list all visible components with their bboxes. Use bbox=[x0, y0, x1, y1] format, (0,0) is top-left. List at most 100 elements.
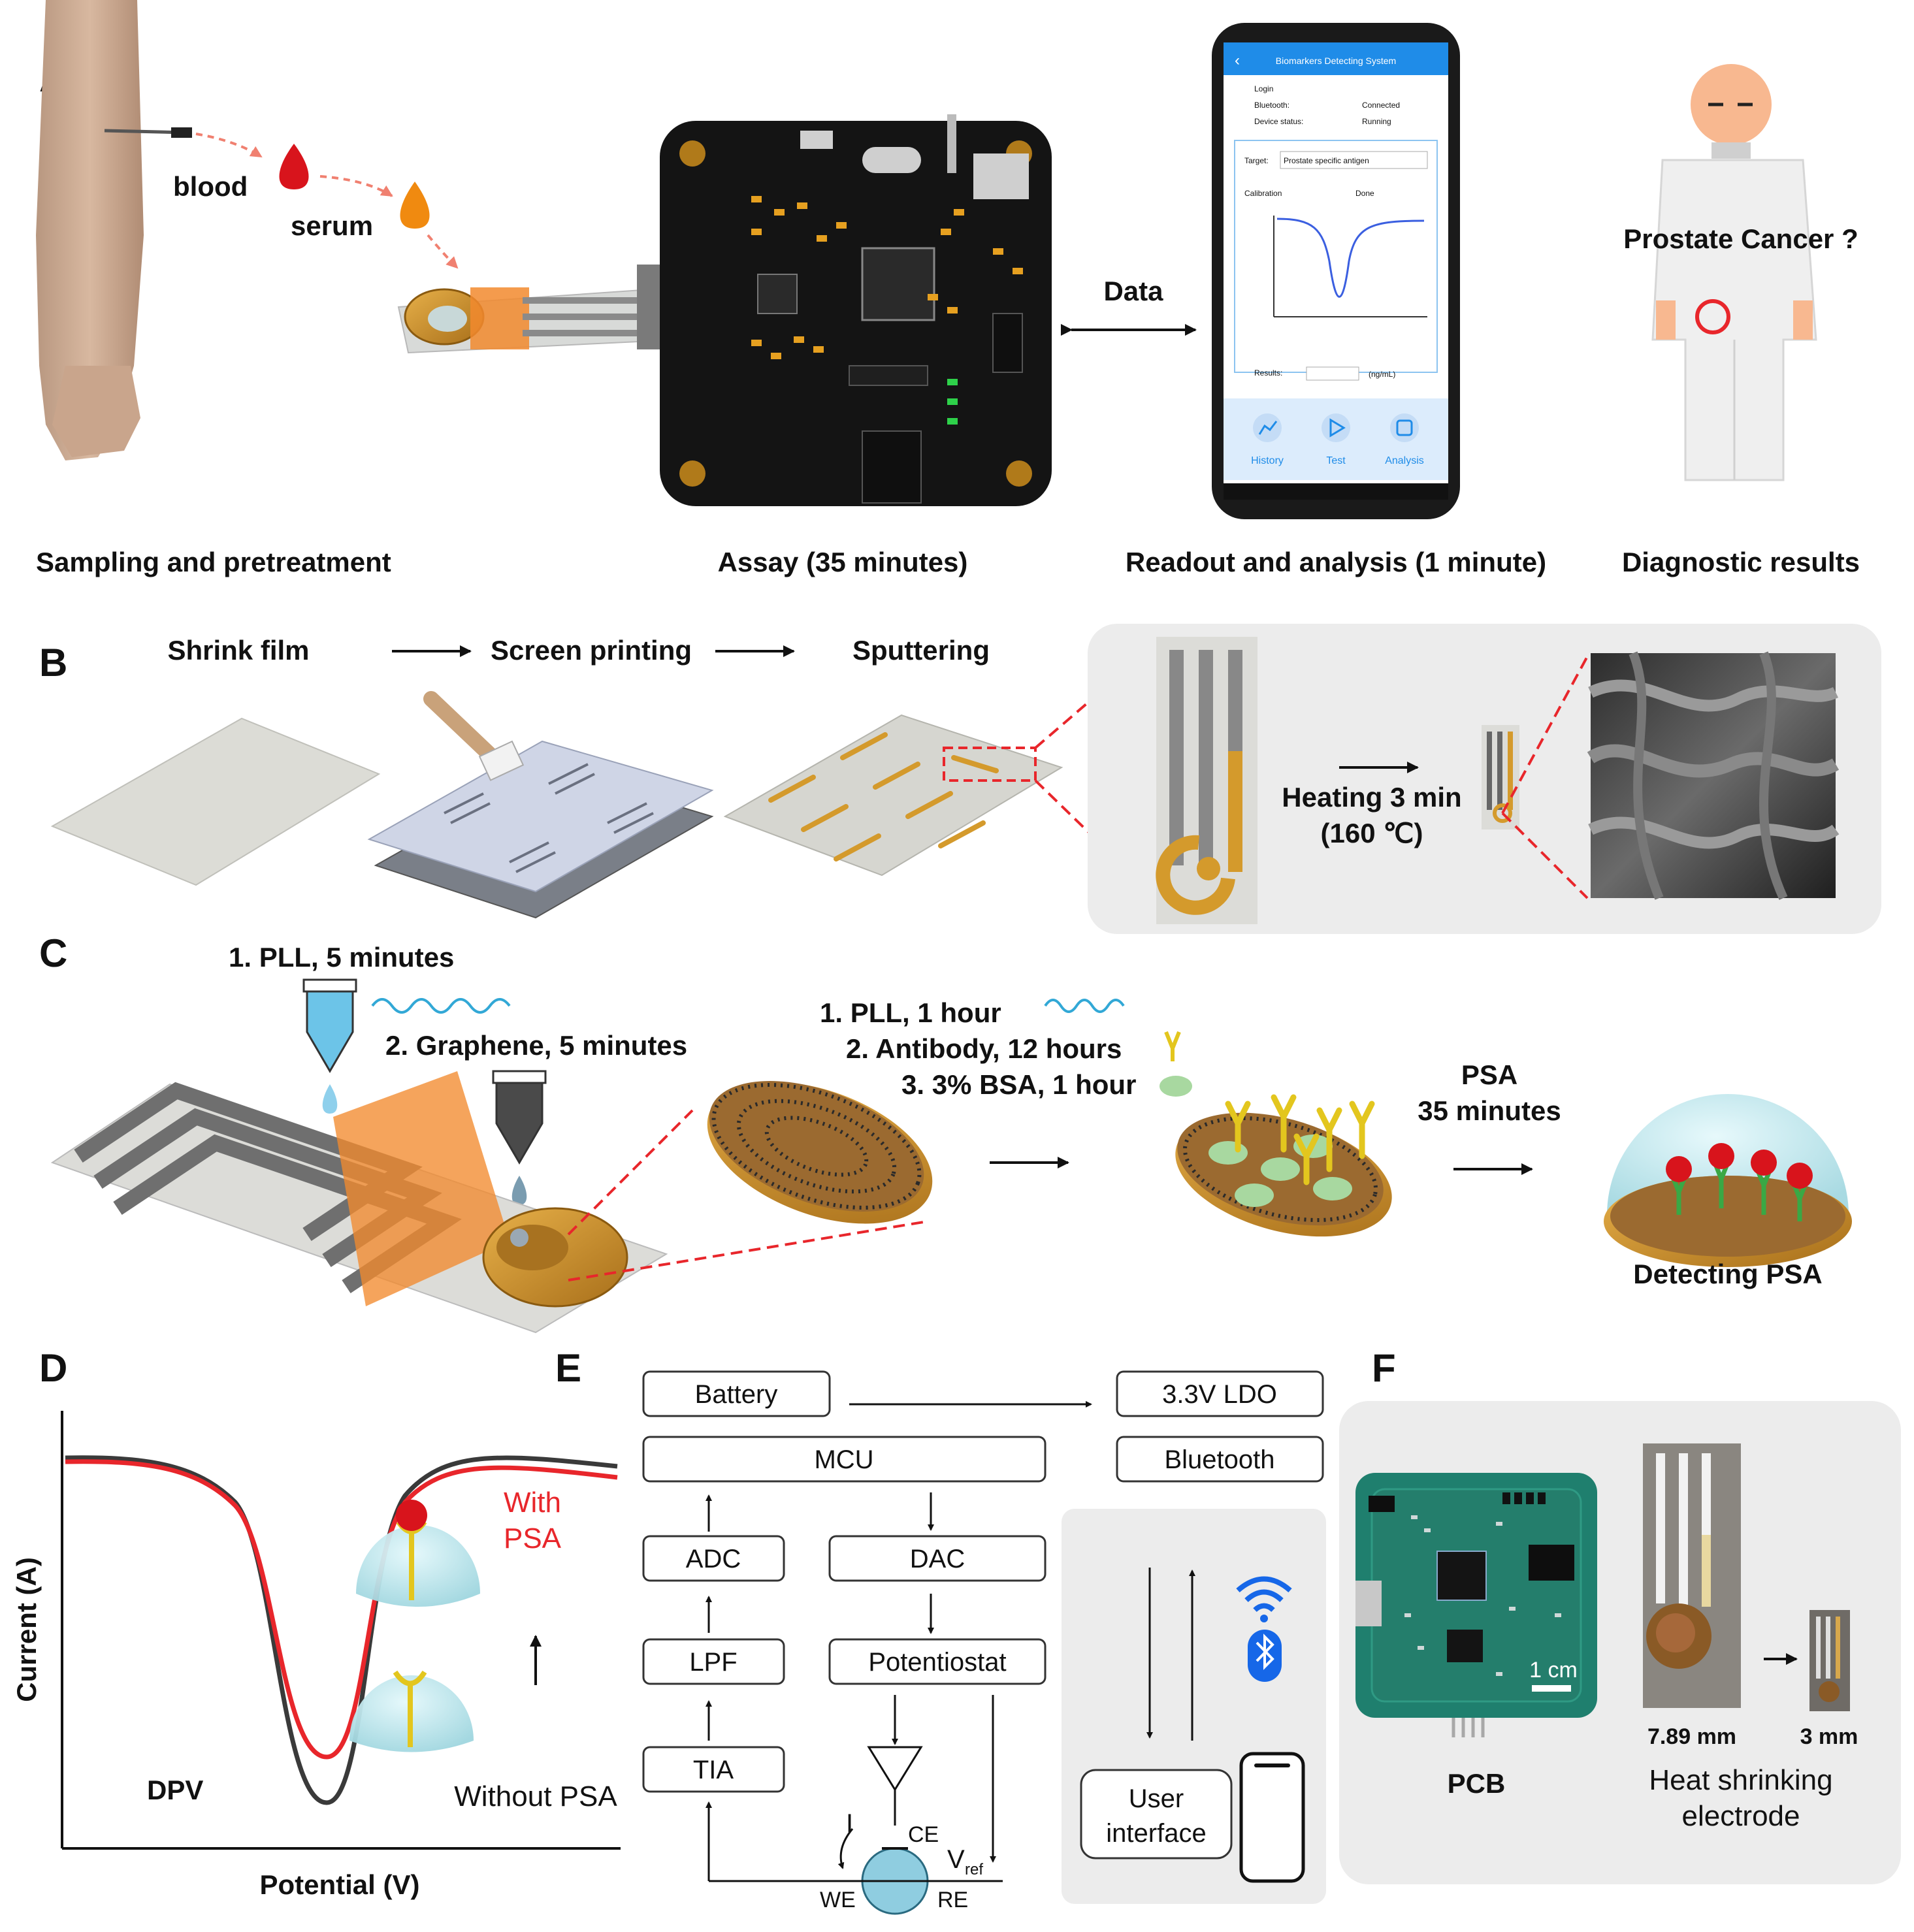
mod-step-1: 1. PLL, 1 hour bbox=[820, 997, 1001, 1028]
d-x-label: Potential (V) bbox=[259, 1869, 419, 1900]
arm-illustration bbox=[36, 0, 192, 460]
pipette-tube-pll bbox=[302, 978, 357, 1114]
block-tia bbox=[642, 1746, 785, 1793]
blood-drop-icon bbox=[279, 144, 309, 189]
caption-diagnostic: Diagnostic results bbox=[1622, 547, 1860, 577]
block-lpf-label: LPF bbox=[689, 1648, 737, 1677]
block-tia-label: TIA bbox=[693, 1756, 734, 1784]
sputtered-sheet bbox=[723, 714, 1063, 877]
target-value: Prostate specific antigen bbox=[1284, 156, 1369, 165]
curve-without-psa bbox=[65, 1455, 618, 1805]
panel-f: 1 cm PCB 7.89 mm 3 mm Heat shrinking ele… bbox=[1339, 1401, 1901, 1884]
functionalized-strip bbox=[50, 1071, 668, 1334]
caption-assay: Assay (35 minutes) bbox=[718, 547, 968, 577]
current-label: I bbox=[846, 1809, 853, 1838]
arrow-arm-to-blood bbox=[195, 133, 263, 158]
user-interface-label-2: interface bbox=[1106, 1819, 1206, 1848]
pipette-tube-graphene bbox=[492, 1070, 547, 1205]
pcb-label: PCB bbox=[1448, 1768, 1506, 1799]
scale-bar bbox=[1532, 1685, 1571, 1692]
graphene-drop bbox=[511, 1176, 527, 1205]
arrow-serum-to-chip bbox=[427, 234, 459, 269]
block-mcu bbox=[642, 1436, 1046, 1483]
results-unit: (ng/mL) bbox=[1369, 370, 1395, 379]
psa-label: PSA bbox=[1461, 1059, 1517, 1090]
without-psa-label: Without PSA bbox=[454, 1780, 617, 1812]
step-sputtering: Sputtering bbox=[852, 635, 990, 666]
tab-test[interactable]: Test bbox=[1322, 413, 1350, 466]
electrode-photo-small bbox=[1809, 1610, 1850, 1711]
tab-history[interactable]: History bbox=[1251, 413, 1284, 466]
electrode-photo-large bbox=[1643, 1443, 1741, 1708]
block-dac bbox=[828, 1535, 1046, 1582]
zoom-box bbox=[943, 747, 1037, 782]
step-screen-printing: Screen printing bbox=[491, 635, 692, 666]
curve-with-psa bbox=[65, 1459, 618, 1760]
panel-d: Current (A) Potential (V) With PSA DPV W… bbox=[11, 1411, 621, 1900]
login-label[interactable]: Login bbox=[1254, 84, 1273, 93]
bluetooth-status-value: Connected bbox=[1362, 101, 1400, 110]
mod-step-3: 3. 3% BSA, 1 hour bbox=[901, 1069, 1136, 1100]
panel-letter-c: C bbox=[39, 931, 67, 975]
syringe-tip bbox=[171, 127, 192, 138]
bsa-icon bbox=[1160, 1076, 1192, 1097]
user-interface-block bbox=[1080, 1769, 1233, 1860]
electrode-ce-label: CE bbox=[908, 1822, 939, 1847]
block-bluetooth-label: Bluetooth bbox=[1164, 1445, 1274, 1474]
step-graphene: 2. Graphene, 5 minutes bbox=[385, 1030, 687, 1061]
graphene-coated-disk bbox=[707, 1081, 933, 1224]
block-ldo-label: 3.3V LDO bbox=[1162, 1380, 1277, 1409]
dome-with-psa-icon bbox=[356, 1500, 480, 1607]
back-icon[interactable]: ‹ bbox=[1235, 52, 1240, 69]
patient-figure bbox=[1651, 64, 1817, 481]
step-shrink-film: Shrink film bbox=[167, 635, 309, 666]
sem-wrinkle-image bbox=[1587, 651, 1840, 900]
tab-analysis[interactable]: Analysis bbox=[1385, 413, 1424, 466]
mod-step-2: 2. Antibody, 12 hours bbox=[846, 1033, 1122, 1064]
tab-test-label: Test bbox=[1326, 455, 1346, 466]
tab-history-label: History bbox=[1251, 455, 1284, 466]
size-before-label: 7.89 mm bbox=[1647, 1724, 1736, 1749]
antibody-modified-disk bbox=[1175, 1094, 1392, 1237]
pcb-photo-mcu bbox=[1436, 1551, 1487, 1601]
target-select[interactable] bbox=[1280, 151, 1428, 169]
dpv-label: DPV bbox=[147, 1775, 203, 1805]
caption-sampling: Sampling and pretreatment bbox=[36, 547, 391, 577]
wifi-icon bbox=[1236, 1576, 1292, 1622]
block-dac-label: DAC bbox=[910, 1545, 965, 1573]
panel-e: Battery 3.3V LDO MCU Bluetooth ADC DAC L… bbox=[642, 1370, 1326, 1915]
data-label: Data bbox=[1103, 276, 1163, 306]
zoom-line-c2 bbox=[568, 1220, 928, 1281]
panel-c: 1. PLL, 5 minutes 2. Graphene, 5 minutes bbox=[50, 942, 1852, 1334]
user-interface-label-1: User bbox=[1129, 1784, 1184, 1813]
block-battery bbox=[642, 1370, 831, 1417]
phone-dpv-plot bbox=[1273, 216, 1427, 317]
pcb-photo bbox=[1355, 1473, 1597, 1737]
heating-label-2: (160 ℃) bbox=[1321, 818, 1423, 848]
pll-molecule-2 bbox=[1044, 999, 1125, 1013]
psa-time-label: 35 minutes bbox=[1418, 1095, 1561, 1126]
analysis-icon bbox=[1396, 419, 1413, 436]
smartphone: Biomarkers Detecting System ‹ Login Blue… bbox=[1212, 23, 1460, 519]
panel-letter-b: B bbox=[39, 641, 67, 684]
zoom-line-3 bbox=[1501, 656, 1589, 814]
shrink-film-sheet bbox=[50, 717, 381, 886]
electrode-shrunk bbox=[1482, 725, 1519, 829]
block-bluetooth bbox=[1116, 1436, 1324, 1483]
panel-letter-f: F bbox=[1372, 1346, 1396, 1390]
zoom-line-4 bbox=[1501, 812, 1589, 899]
panel-letter-d: D bbox=[39, 1346, 67, 1390]
dome-without-psa-icon bbox=[349, 1670, 474, 1752]
serum-drop-icon bbox=[400, 182, 430, 229]
screen-printing-stack bbox=[367, 691, 714, 919]
detecting-psa-dome bbox=[1604, 1094, 1852, 1267]
detecting-psa-label: Detecting PSA bbox=[1633, 1259, 1822, 1289]
results-field[interactable] bbox=[1306, 366, 1359, 381]
d-y-label: Current (A) bbox=[11, 1557, 42, 1702]
scale-label: 1 cm bbox=[1529, 1658, 1578, 1682]
antibody-icon bbox=[1164, 1031, 1181, 1061]
panel-letter-e: E bbox=[555, 1346, 581, 1390]
block-adc bbox=[642, 1535, 785, 1582]
vref-label: V bbox=[947, 1845, 965, 1874]
